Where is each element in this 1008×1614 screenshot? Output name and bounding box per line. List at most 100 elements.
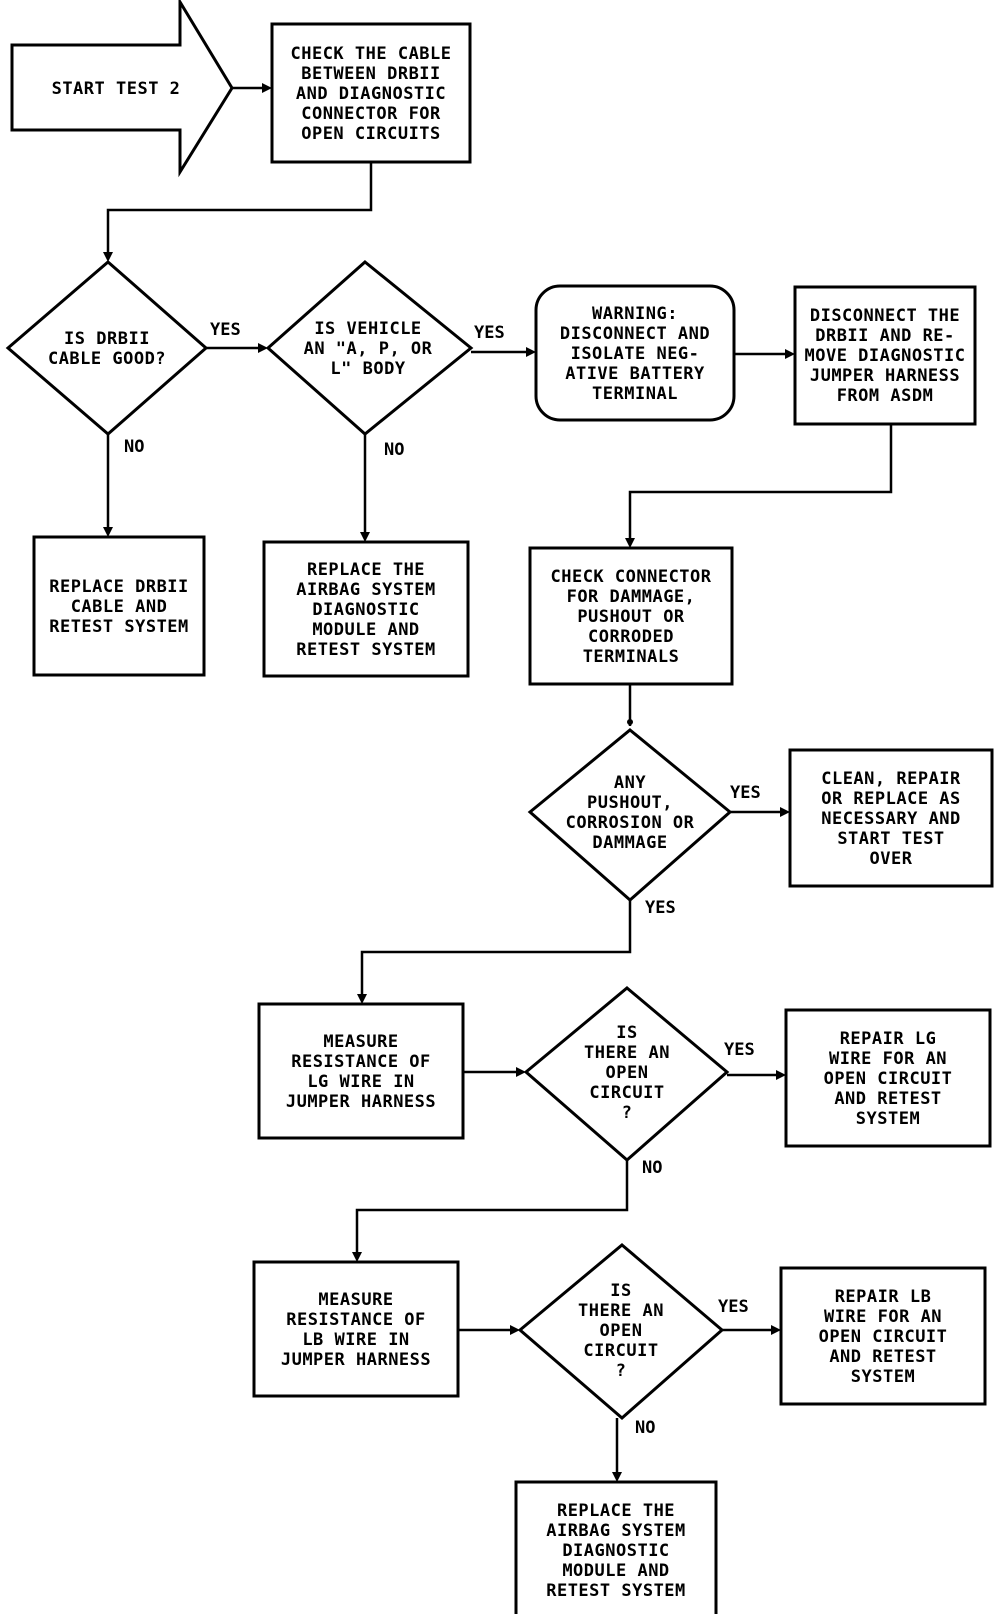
arrowhead [510,1325,520,1335]
dec-vehicle-line: IS VEHICLE [314,319,421,339]
replace-asdm-2-line: RETEST SYSTEM [546,1581,686,1601]
clean-repair-box [788,748,994,888]
arrowhead [526,347,536,357]
edge-label-open-lb-no: NO [635,1418,655,1438]
replace-asdm-2-line: AIRBAG SYSTEM [546,1521,686,1541]
dec-pushout-line: PUSHOUT, [587,793,673,813]
arrowhead [357,994,367,1004]
check-connector-line: FOR DAMMAGE, [567,587,696,607]
junction-dot [627,719,633,725]
repair-lg-line: WIRE FOR AN [829,1049,947,1069]
disconnect-line: MOVE DIAGNOSTIC [804,346,965,366]
connector-disconnect-to-check-connector [628,424,893,542]
warning-line: ATIVE BATTERY [565,364,705,384]
connector-open-lg-no [355,1160,629,1256]
check-cable-line: AND DIAGNOSTIC [296,84,446,104]
measure-lg-line: JUMPER HARNESS [286,1092,436,1112]
disconnect-line: DISCONNECT THE [810,306,960,326]
measure-lg-line: MEASURE [323,1032,398,1052]
replace-asdm-box-2 [514,1480,718,1614]
repair-lg-line: REPAIR LG [840,1029,937,1049]
dec-open-lg-line: THERE AN [584,1043,670,1063]
clean-repair-line: CLEAN, REPAIR [821,769,961,789]
replace-asdm-2-line: DIAGNOSTIC [562,1541,669,1561]
warning-line: DISCONNECT AND [560,324,710,344]
check-connector-line: TERMINALS [583,647,680,667]
check-cable-line: BETWEEN DRBII [301,64,441,84]
edge-label-pushout-yes-right: YES [730,783,761,803]
dec-vehicle-line: L" BODY [330,359,405,379]
dec-pushout-line: DAMMAGE [592,833,667,853]
check-connector-line: CHECK CONNECTOR [550,567,711,587]
dec-open-lg-line: ? [622,1103,633,1123]
replace-asdm-2-line: REPLACE THE [557,1501,675,1521]
arrowhead [103,527,113,537]
repair-lb-line: AND RETEST [829,1347,936,1367]
replace-asdm-1-line: RETEST SYSTEM [296,640,436,660]
replace-asdm-1-line: DIAGNOSTIC [312,600,419,620]
arrowhead [103,252,113,262]
arrowhead [360,532,370,542]
edge-label-open-lg-yes: YES [724,1040,755,1060]
replace-asdm-box-1 [262,540,470,678]
repair-lb-line: OPEN CIRCUIT [819,1327,948,1347]
dec-open-lg-line: OPEN [606,1063,649,1083]
start-terminal-text: START TEST 2 [52,79,181,99]
replace-cable-line: REPLACE DRBII [49,577,189,597]
disconnect-box [793,285,977,426]
check-cable-line: OPEN CIRCUITS [301,124,441,144]
dec-open-lb-line: CIRCUIT [583,1341,658,1361]
dec-pushout-line: CORROSION OR [566,813,695,833]
check-cable-box [270,22,472,164]
start-terminal-shape [10,0,234,178]
dec-open-lg-line: IS [616,1023,637,1043]
start-line: START TEST 2 [52,79,181,99]
replace-asdm-1-line: MODULE AND [312,620,419,640]
clean-repair-line: OVER [870,849,913,869]
dec-open-lg-line: CIRCUIT [589,1083,664,1103]
warning-line: TERMINAL [592,384,678,404]
repair-lg-line: SYSTEM [856,1109,920,1129]
arrowhead [776,1070,786,1080]
repair-lg-line: AND RETEST [834,1089,941,1109]
dec-vehicle-line: AN "A, P, OR [304,339,433,359]
open-lb-decision [517,1243,725,1420]
repair-lg-line: OPEN CIRCUIT [824,1069,953,1089]
clean-repair-line: START TEST [837,829,944,849]
check-cable-line: CHECK THE CABLE [290,44,451,64]
dec-pushout-line: ANY [614,773,646,793]
disconnect-line: FROM ASDM [837,386,934,406]
measure-lb-line: MEASURE [318,1290,393,1310]
replace-cable-line: CABLE AND [71,597,168,617]
connector-check-to-cable-decision [106,162,373,256]
check-connector-line: PUSHOUT OR [577,607,685,627]
edge-label-open-lb-yes: YES [718,1297,749,1317]
check-connector-box [528,546,734,686]
arrowhead [258,343,268,353]
check-connector-line: CORRODED [588,627,674,647]
replace-asdm-1-line: REPLACE THE [307,560,425,580]
arrowhead [352,1252,362,1262]
measure-lg-box [257,1002,465,1140]
disconnect-line: JUMPER HARNESS [810,366,960,386]
edge-label-pushout-yes-down: YES [645,898,676,918]
disconnect-line: DRBII AND RE- [815,326,955,346]
arrowhead [612,1472,622,1482]
dec-open-lb-line: THERE AN [578,1301,664,1321]
repair-lb-line: WIRE FOR AN [824,1307,942,1327]
clean-repair-line: NECESSARY AND [821,809,961,829]
